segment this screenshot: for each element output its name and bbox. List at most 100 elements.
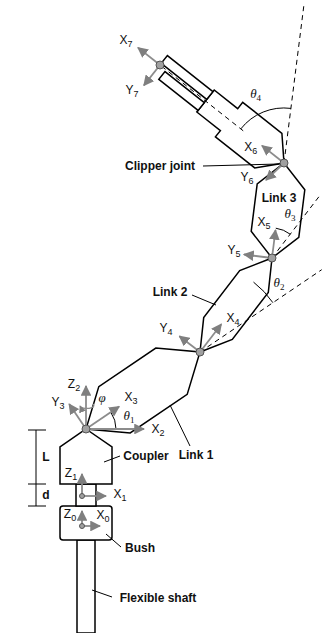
symbol-letter: θ — [274, 275, 280, 290]
axis-label: X3 — [124, 390, 137, 404]
axis-arrow — [86, 407, 119, 429]
part-name: Bush — [125, 541, 155, 555]
reference-line — [284, 4, 304, 163]
symbol-letter: X — [113, 487, 121, 501]
dimension-label: d — [42, 488, 49, 502]
part-name: Clipper joint — [125, 159, 195, 173]
leader-line — [192, 295, 216, 305]
joint-dot — [268, 254, 276, 262]
dimension-tick — [28, 430, 46, 431]
symbol-letter: Y — [227, 243, 235, 257]
axis-label: Y5 — [227, 243, 240, 257]
frame-origin — [80, 524, 85, 529]
angle-label: θ1 — [124, 408, 135, 424]
joints — [80, 61, 289, 529]
angle-arc — [241, 108, 291, 129]
axis-label: X0 — [96, 508, 109, 522]
rotation-arrow — [80, 404, 94, 408]
subscript: 0 — [105, 514, 110, 524]
axis-label: X4 — [226, 311, 239, 325]
axis-arrow — [81, 474, 83, 496]
subscript: 6 — [249, 176, 254, 186]
subscript: 1 — [72, 472, 77, 482]
axis-label: X1 — [113, 487, 126, 501]
frame-axes — [69, 48, 284, 526]
part-name: Flexible shaft — [120, 591, 197, 605]
axis-label: X6 — [244, 140, 257, 154]
joint-dot — [196, 348, 204, 356]
symbol-letter: X — [124, 390, 132, 404]
coupler-neck — [76, 484, 96, 506]
joint-dot — [82, 425, 90, 433]
part-name: Link 2 — [153, 285, 188, 299]
part-name: Link 1 — [179, 448, 214, 462]
symbol-letter: X — [244, 140, 252, 154]
subscript: 0 — [71, 513, 76, 523]
subscript: 4 — [235, 317, 240, 327]
symbol-letter: Z — [64, 507, 71, 521]
symbol-letter: X — [96, 508, 104, 522]
link-three — [251, 163, 305, 258]
leader-line — [104, 456, 120, 462]
axis-arrow — [85, 386, 87, 429]
symbol-letter: X — [119, 33, 127, 47]
part-name: Link 3 — [262, 191, 297, 205]
symbol-letter: Y — [240, 170, 248, 184]
axis-label: X2 — [151, 422, 164, 436]
coupler-body — [60, 429, 112, 484]
axis-arrow — [86, 428, 144, 430]
symbol-letter: Y — [125, 83, 133, 97]
axis-arrow — [82, 495, 106, 497]
angle-arc — [254, 282, 273, 303]
symbol-letter: θ — [285, 206, 291, 221]
subscript: 5 — [236, 249, 241, 259]
axis-label: Y4 — [159, 321, 172, 335]
joint-dot — [280, 159, 288, 167]
frame-origin — [80, 494, 85, 499]
reference-line — [200, 270, 322, 352]
angle-label: θ2 — [274, 275, 285, 291]
leader-line — [92, 590, 112, 597]
subscript: 1 — [122, 493, 127, 503]
leader-line — [170, 405, 190, 446]
axis-label: Y6 — [240, 170, 253, 184]
symbol-letter: Y — [51, 395, 59, 409]
axis-label: X5 — [257, 215, 270, 229]
dimension-line — [36, 430, 37, 506]
subscript: 1 — [130, 415, 135, 425]
dimension-tick — [28, 484, 46, 485]
leader-line — [106, 534, 121, 547]
leader-lines — [92, 164, 279, 597]
symbol-letter: θ — [124, 408, 130, 423]
axis-label: Y7 — [125, 83, 138, 97]
link-two — [200, 258, 272, 352]
symbol-letter: Z — [68, 377, 75, 391]
symbol-letter: X — [226, 311, 234, 325]
axis-arrow — [200, 324, 221, 352]
joint-dot — [156, 61, 164, 69]
angle-arcs — [111, 108, 291, 429]
dimension-tick — [28, 506, 46, 507]
symbol-letter: Y — [159, 321, 167, 335]
clipper-jaw — [159, 72, 205, 111]
subscript: 2 — [160, 428, 165, 438]
subscript: 7 — [128, 39, 133, 49]
part-name: Coupler — [123, 449, 168, 463]
subscript: 6 — [252, 146, 257, 156]
subscript: 3 — [60, 401, 65, 411]
reference-line — [160, 65, 243, 131]
symbol-letter: θ — [250, 86, 256, 101]
axis-label: X7 — [119, 33, 132, 47]
axis-label: Z0 — [64, 507, 76, 521]
subscript: 3 — [133, 396, 138, 406]
dimension-label: L — [42, 450, 49, 464]
angle-arc — [276, 228, 290, 234]
subscript: 4 — [257, 93, 262, 103]
link-one — [86, 348, 200, 433]
axis-label: Z2 — [68, 377, 80, 391]
angle-label: φ — [98, 390, 105, 406]
angle-label: θ3 — [285, 206, 296, 222]
